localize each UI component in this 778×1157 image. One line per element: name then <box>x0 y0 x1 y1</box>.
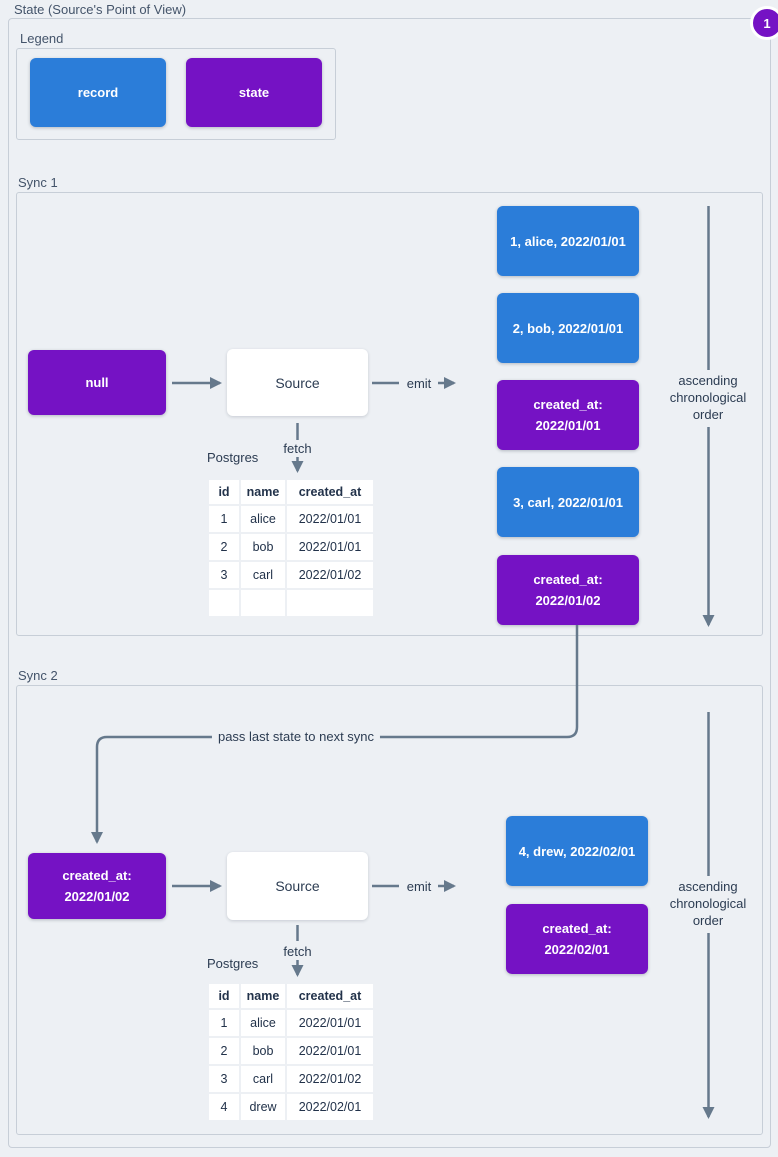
table-row-empty <box>209 590 373 616</box>
cell-name: bob <box>241 1038 285 1064</box>
legend-label: Legend <box>20 31 64 46</box>
sync1-postgres-label: Postgres <box>207 450 259 465</box>
state-box: created_at: 2022/01/02 <box>497 555 639 625</box>
sync1-postgres-table: id name created_at 1 alice 2022/01/01 2 … <box>207 478 375 618</box>
cell-name: carl <box>241 1066 285 1092</box>
col-header-name: name <box>241 480 285 504</box>
cell-created-at: 2022/01/01 <box>287 534 373 560</box>
sync1-label: Sync 1 <box>18 175 58 190</box>
sync1-emit-label: emit <box>406 376 432 391</box>
cell-id: 1 <box>209 1010 239 1036</box>
state-box: created_at: 2022/02/01 <box>506 904 648 974</box>
cell-name: bob <box>241 534 285 560</box>
page-title: State (Source's Point of View) <box>14 2 187 17</box>
record-box: 4, drew, 2022/02/01 <box>506 816 648 886</box>
col-header-id: id <box>209 480 239 504</box>
cell-created-at: 2022/01/01 <box>287 1038 373 1064</box>
cell-name: carl <box>241 562 285 588</box>
table-row: 1 alice 2022/01/01 <box>209 506 373 532</box>
state-box: created_at: 2022/01/01 <box>497 380 639 450</box>
cell-id <box>209 590 239 616</box>
cell-id: 2 <box>209 1038 239 1064</box>
cell-created-at: 2022/01/01 <box>287 506 373 532</box>
cell-id: 4 <box>209 1094 239 1120</box>
sync2-source-box: Source <box>227 852 368 920</box>
table-row: 2 bob 2022/01/01 <box>209 1038 373 1064</box>
legend-frame <box>16 48 336 140</box>
legend-record-box: record <box>30 58 166 127</box>
pass-state-label: pass last state to next sync <box>211 729 381 744</box>
table-row: 2 bob 2022/01/01 <box>209 534 373 560</box>
table-row: 3 carl 2022/01/02 <box>209 1066 373 1092</box>
sync1-input-state-box: null <box>28 350 166 415</box>
cell-id: 1 <box>209 506 239 532</box>
table-header-row: id name created_at <box>209 984 373 1008</box>
cell-created-at: 2022/01/02 <box>287 1066 373 1092</box>
table-row: 4 drew 2022/02/01 <box>209 1094 373 1120</box>
table-header-row: id name created_at <box>209 480 373 504</box>
sync1-order-note: ascending chronological order <box>669 373 747 422</box>
cell-id: 2 <box>209 534 239 560</box>
step-badge: 1 <box>750 6 778 40</box>
col-header-id: id <box>209 984 239 1008</box>
record-box: 3, carl, 2022/01/01 <box>497 467 639 537</box>
sync2-postgres-label: Postgres <box>207 956 259 971</box>
cell-created-at <box>287 590 373 616</box>
legend-state-box: state <box>186 58 322 127</box>
table-row: 1 alice 2022/01/01 <box>209 1010 373 1036</box>
state-pov-frame <box>8 18 771 1148</box>
sync2-postgres-table: id name created_at 1 alice 2022/01/01 2 … <box>207 982 375 1122</box>
cell-name: alice <box>241 506 285 532</box>
cell-name: drew <box>241 1094 285 1120</box>
cell-id: 3 <box>209 562 239 588</box>
record-box: 1, alice, 2022/01/01 <box>497 206 639 276</box>
sync2-label: Sync 2 <box>18 668 58 683</box>
cell-created-at: 2022/01/01 <box>287 1010 373 1036</box>
table-row: 3 carl 2022/01/02 <box>209 562 373 588</box>
col-header-created-at: created_at <box>287 480 373 504</box>
record-box: 2, bob, 2022/01/01 <box>497 293 639 363</box>
sync1-source-box: Source <box>227 349 368 416</box>
sync1-fetch-label: fetch <box>283 441 312 456</box>
col-header-name: name <box>241 984 285 1008</box>
cell-name <box>241 590 285 616</box>
sync2-order-note: ascending chronological order <box>669 879 747 928</box>
cell-id: 3 <box>209 1066 239 1092</box>
sync2-input-state-box: created_at: 2022/01/02 <box>28 853 166 919</box>
cell-created-at: 2022/01/02 <box>287 562 373 588</box>
sync2-fetch-label: fetch <box>283 944 312 959</box>
sync2-emit-label: emit <box>406 879 432 894</box>
col-header-created-at: created_at <box>287 984 373 1008</box>
cell-name: alice <box>241 1010 285 1036</box>
cell-created-at: 2022/02/01 <box>287 1094 373 1120</box>
